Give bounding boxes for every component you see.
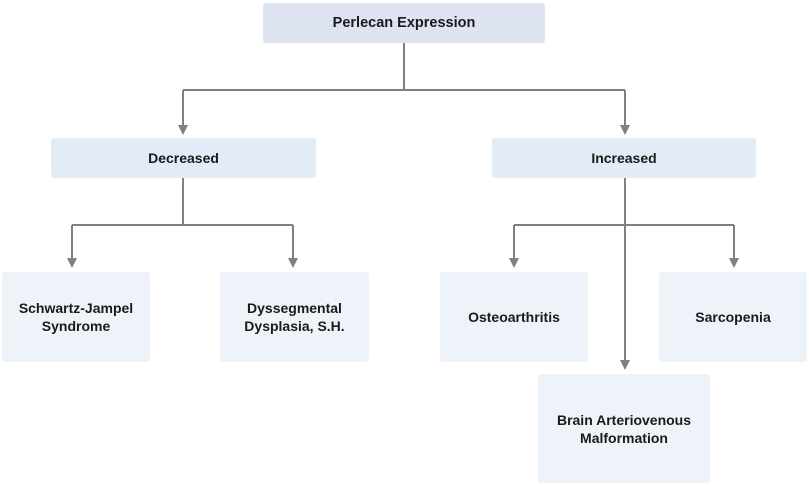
node-decreased: Decreased [51, 138, 316, 178]
arrow-to-decreased [178, 125, 188, 135]
node-brain-arteriovenous-malformation: Brain Arteriovenous Malformation [538, 374, 710, 483]
node-label: Schwartz-Jampel Syndrome [18, 300, 134, 334]
arrow-to-increased [620, 125, 630, 135]
node-label: Osteoarthritis [468, 309, 560, 325]
node-label: Dyssegmental Dysplasia, S.H. [244, 300, 345, 334]
node-schwartz-jampel-syndrome: Schwartz-Jampel Syndrome [2, 272, 150, 362]
arrow-to-schwartz [67, 258, 77, 268]
arrow-to-sarcopenia [729, 258, 739, 268]
node-perlecan-expression: Perlecan Expression [263, 3, 545, 43]
node-label: Increased [591, 150, 657, 166]
node-osteoarthritis: Osteoarthritis [440, 272, 588, 362]
arrow-to-dyssegmental [288, 258, 298, 268]
node-label: Perlecan Expression [332, 15, 476, 31]
node-label: Sarcopenia [695, 309, 771, 325]
node-label: Brain Arteriovenous Malformation [556, 411, 692, 446]
arrow-to-osteoarthritis [509, 258, 519, 268]
arrow-to-brain-avm [620, 360, 630, 370]
node-label: Decreased [148, 150, 219, 166]
node-dyssegmental-dysplasia: Dyssegmental Dysplasia, S.H. [220, 272, 369, 362]
node-sarcopenia: Sarcopenia [659, 272, 807, 362]
node-increased: Increased [492, 138, 756, 178]
